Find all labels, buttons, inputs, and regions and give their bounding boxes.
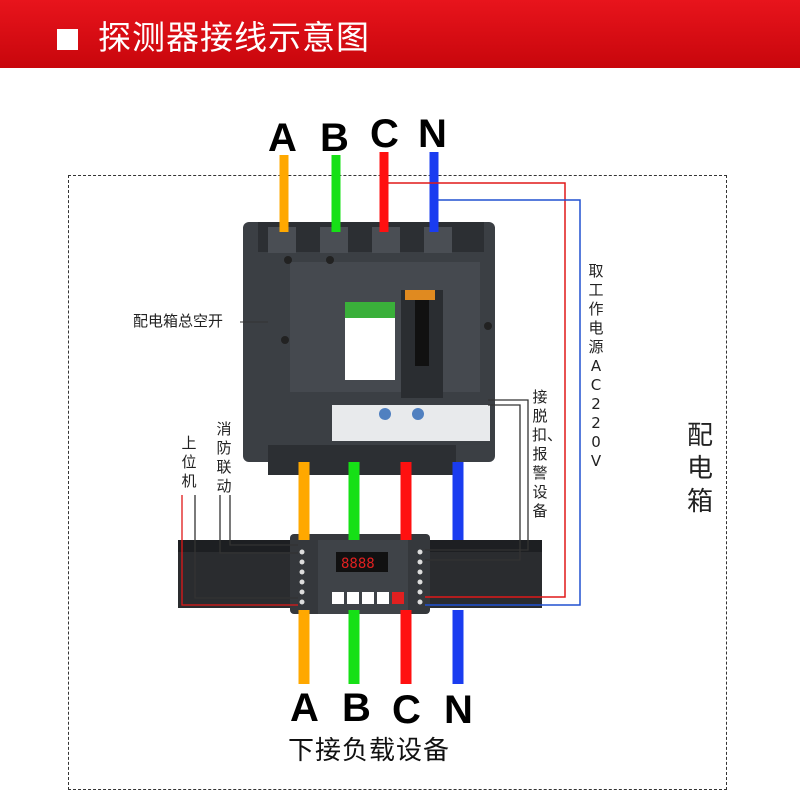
circuit-breaker [243, 222, 495, 475]
phase-c-top-label: C [370, 114, 399, 154]
fire-linkage-wire-2 [230, 495, 298, 545]
phase-a-top-label: A [268, 118, 297, 158]
power-source-label: 取工作电源AC220V [588, 262, 604, 432]
fire-linkage-label: 消防联动 [216, 420, 232, 496]
main-switch-label: 配电箱总空开 [133, 312, 223, 331]
upper-computer-label: 上位机 [181, 434, 197, 491]
downstream-load-label: 下接负载设备 [288, 730, 450, 767]
phase-b-top-label: B [320, 118, 349, 158]
phase-c-bottom-label: C [392, 690, 421, 730]
distribution-box-label: 配电箱 [686, 420, 714, 519]
phase-wires-bottom [304, 610, 458, 684]
phase-n-top-label: N [418, 114, 447, 154]
phase-n-bottom-label: N [444, 690, 473, 730]
phase-b-bottom-label: B [342, 688, 371, 728]
phase-a-bottom-label: A [290, 688, 319, 728]
svg-text:8888: 8888 [341, 556, 375, 572]
detector-module: 8888 [178, 534, 542, 614]
phase-wires-top [284, 152, 434, 232]
trip-alarm-label: 接脱扣、报警设备 [532, 388, 548, 548]
